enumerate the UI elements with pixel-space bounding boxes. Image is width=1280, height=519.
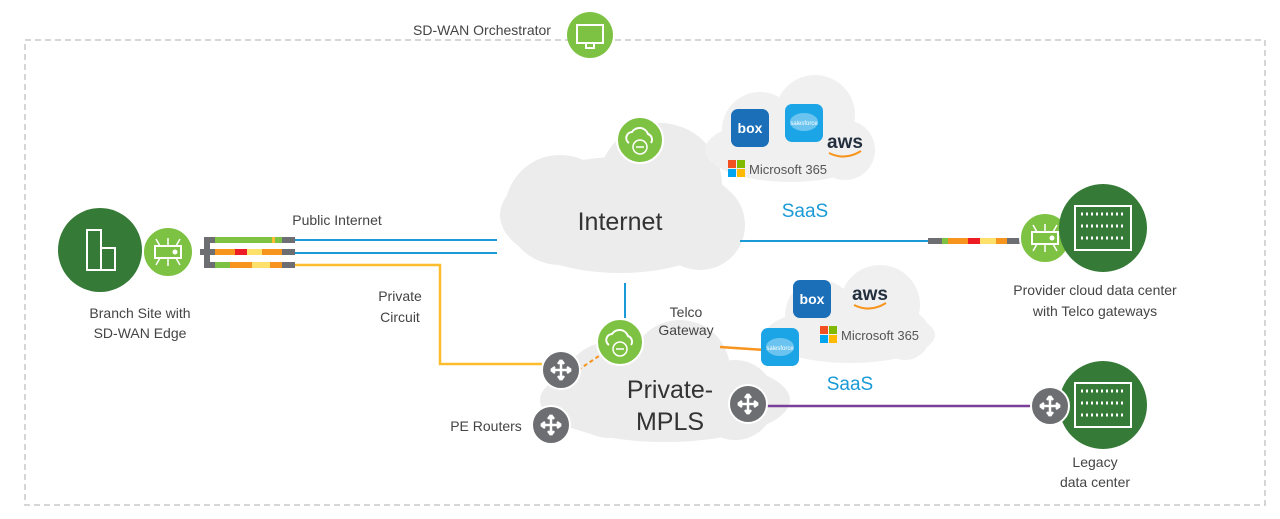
svg-text:salesforce: salesforce — [766, 346, 794, 352]
sd-wan-boundary — [24, 39, 1266, 506]
internet-label: Internet — [578, 208, 663, 236]
svg-text:box: box — [800, 291, 825, 307]
branch-label-line2: SD-WAN Edge — [94, 325, 187, 341]
telco-saas-link — [719, 345, 766, 352]
mpls-label-line2: MPLS — [636, 408, 704, 436]
telco-label-line2: Gateway — [658, 322, 713, 338]
legacy-router-icon[interactable] — [1030, 386, 1070, 426]
telco-pe-link — [577, 351, 606, 371]
cloud-gateway-icon[interactable] — [616, 116, 664, 164]
salesforce-logo: salesforce — [785, 104, 823, 142]
mpls-label-line1: Private- — [627, 376, 713, 404]
legacy-label-line1: Legacy — [1072, 454, 1117, 470]
telco-label-line1: Telco — [670, 304, 703, 320]
provider-label-line1: Provider cloud data center — [1013, 282, 1177, 298]
mpls-cloud — [540, 320, 790, 442]
box-logo: box — [793, 280, 831, 318]
salesforce-logo: salesforce — [761, 328, 799, 366]
provider-label-line2: with Telco gateways — [1032, 303, 1157, 319]
svg-text:aws: aws — [852, 284, 888, 305]
telco-gateway-icon[interactable] — [596, 318, 644, 366]
branch-connector — [200, 237, 295, 268]
pe-router-icon[interactable] — [728, 384, 768, 424]
svg-text:aws: aws — [827, 132, 863, 153]
svg-text:Microsoft 365: Microsoft 365 — [841, 328, 919, 343]
legacy-data-center-icon[interactable] — [1059, 361, 1147, 449]
private-circuit-label-line2: Circuit — [380, 309, 420, 325]
microsoft-365-logo: Microsoft 365 — [820, 326, 919, 343]
pe-router-icon[interactable] — [541, 350, 581, 390]
aws-logo: aws — [852, 284, 888, 310]
legacy-label-line2: data center — [1060, 474, 1130, 490]
aws-logo: aws — [827, 132, 863, 158]
pe-router-icon[interactable] — [531, 405, 571, 445]
private-circuit-link — [295, 263, 545, 366]
svg-text:salesforce: salesforce — [790, 121, 818, 127]
branch-site-icon[interactable] — [58, 208, 142, 292]
pe-routers-label: PE Routers — [450, 418, 522, 434]
box-logo: box — [731, 109, 769, 147]
public-internet-label: Public Internet — [292, 212, 382, 228]
orchestrator-icon[interactable] — [567, 12, 613, 58]
orchestrator-label: SD-WAN Orchestrator — [413, 22, 551, 38]
saas-top-label: SaaS — [782, 201, 828, 222]
public-internet-links — [295, 239, 930, 318]
svg-text:box: box — [738, 120, 763, 136]
provider-data-center-icon[interactable] — [1059, 184, 1147, 272]
microsoft-365-logo: Microsoft 365 — [728, 160, 827, 177]
private-circuit-label-line1: Private — [378, 288, 422, 304]
sd-wan-edge-icon[interactable] — [142, 226, 194, 278]
branch-label-line1: Branch Site with — [89, 305, 190, 321]
provider-connector — [928, 238, 1020, 244]
saas-bottom-label: SaaS — [827, 374, 873, 395]
svg-text:Microsoft 365: Microsoft 365 — [749, 162, 827, 177]
